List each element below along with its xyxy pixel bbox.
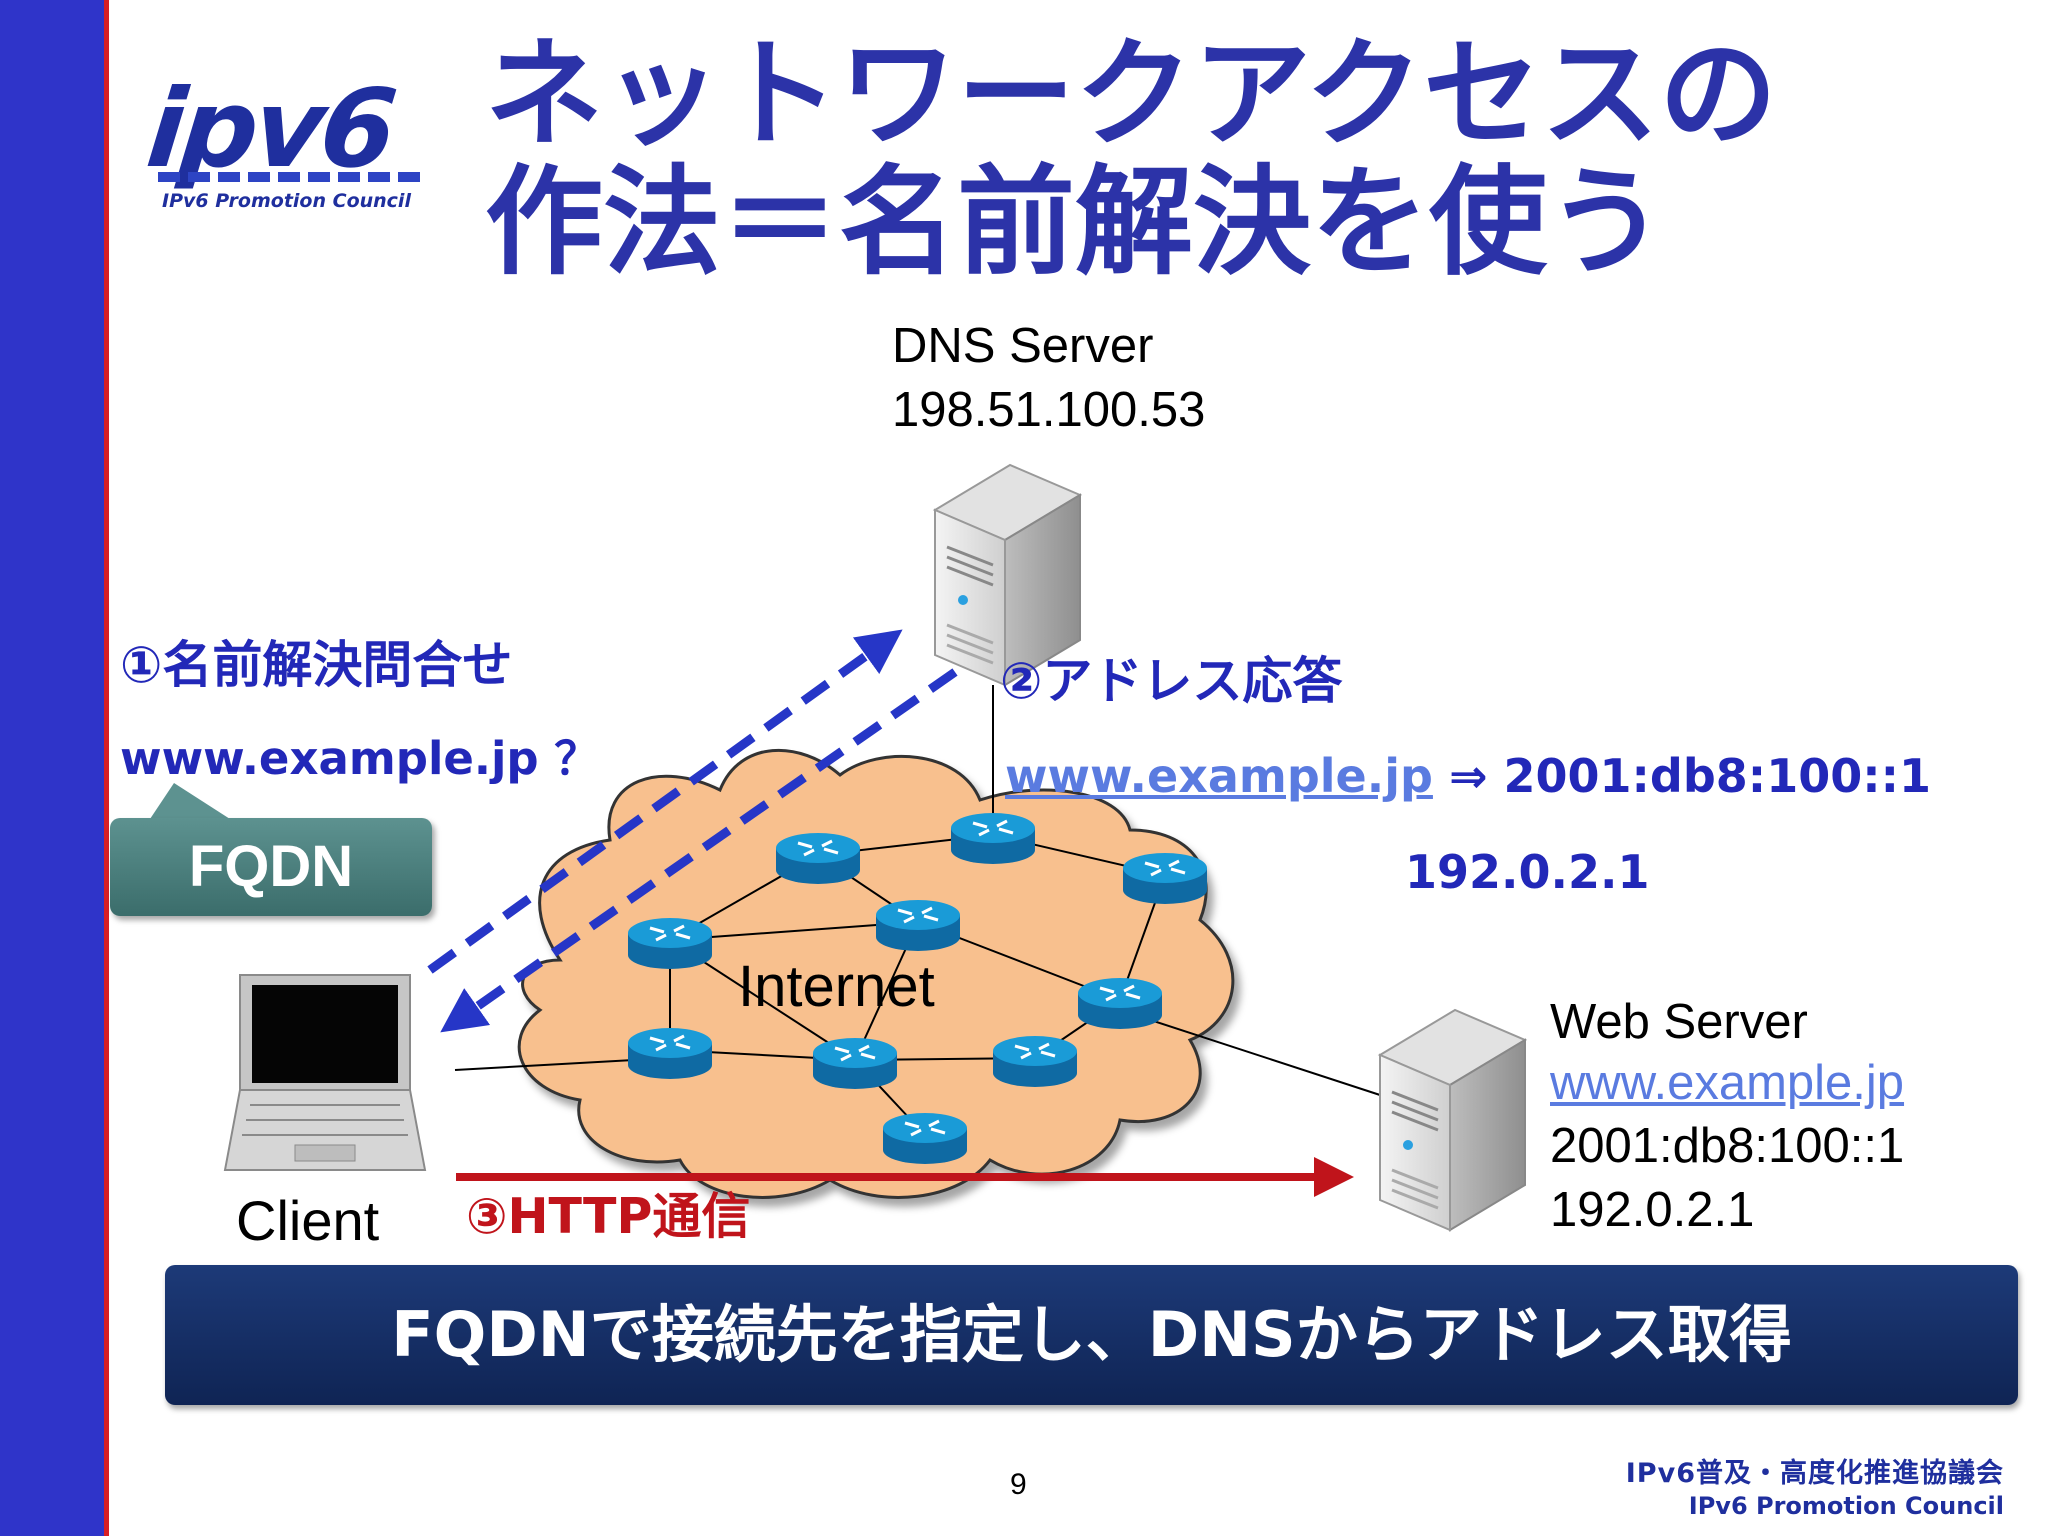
logo-subtitle: IPv6 Promotion Council: [162, 190, 411, 212]
page-number: 9: [1010, 1468, 1027, 1501]
router-icon: [991, 1034, 1079, 1089]
query-arrow: [427, 629, 903, 974]
router-icon: [949, 811, 1037, 866]
title-line-2: 作法＝名前解決を使う: [485, 153, 1666, 291]
dns-query-arrows: [427, 629, 958, 1033]
internet-label: Internet: [738, 954, 935, 1019]
footer-org-en: IPv6 Promotion Council: [1688, 1492, 2004, 1520]
router-icon: [626, 1026, 714, 1081]
client-laptop-icon: [223, 974, 427, 1171]
step2-ipv4: 192.0.2.1: [1405, 845, 1650, 899]
step2-answer: www.example.jp ⇒ 2001:db8:100::1: [1005, 748, 1931, 804]
footer-org-jp: IPv6普及・高度化推進協議会: [1625, 1458, 2004, 1489]
router-icon: [774, 831, 862, 886]
web-server-host-link[interactable]: www.example.jp: [1550, 1056, 1905, 1110]
router-icon: [1076, 976, 1164, 1031]
left-accent-bar: [0, 0, 104, 1536]
fqdn-callout-pointer: [150, 783, 230, 819]
ipv6-logo: ipv6 IPv6 Promotion Council: [140, 67, 450, 220]
dns-server-label: DNS Server: [892, 319, 1154, 373]
logo-bars: [158, 172, 428, 182]
step1-label: ①名前解決問合せ: [120, 636, 513, 694]
web-server-icon: [1377, 1008, 1528, 1232]
summary-banner: FQDNで接続先を指定し、DNSからアドレス取得: [165, 1265, 2018, 1405]
router-icon: [1121, 851, 1209, 906]
footer-organization: IPv6普及・高度化推進協議会 IPv6 Promotion Council: [1626, 1458, 2004, 1522]
web-server-ipv4: 192.0.2.1: [1550, 1183, 1755, 1237]
slide-title: ネットワークアクセスの 作法＝名前解決を使う: [485, 30, 2015, 286]
dns-server-icon: [932, 463, 1083, 687]
left-accent-line: [104, 0, 109, 1536]
web-server-label: Web Server: [1550, 995, 1808, 1049]
dns-server-ip: 198.51.100.53: [892, 383, 1206, 437]
step2-host-link[interactable]: www.example.jp: [1005, 749, 1433, 803]
response-arrow: [440, 668, 958, 1033]
router-icon: [626, 916, 714, 971]
client-label: Client: [236, 1189, 380, 1252]
step1-query: www.example.jp ？: [120, 732, 600, 785]
step2-label: ②アドレス応答: [1000, 652, 1343, 710]
router-icon: [881, 1111, 969, 1166]
fqdn-callout: FQDN: [110, 818, 432, 916]
web-server-ipv6: 2001:db8:100::1: [1550, 1119, 1905, 1173]
internet-cloud: [517, 748, 1235, 1199]
step3-label: ③HTTP通信: [466, 1188, 751, 1245]
title-line-1: ネットワークアクセスの: [485, 25, 1778, 163]
router-icon: [874, 898, 962, 953]
step2-ipv6: ⇒ 2001:db8:100::1: [1432, 749, 1932, 803]
router-icon: [811, 1036, 899, 1091]
